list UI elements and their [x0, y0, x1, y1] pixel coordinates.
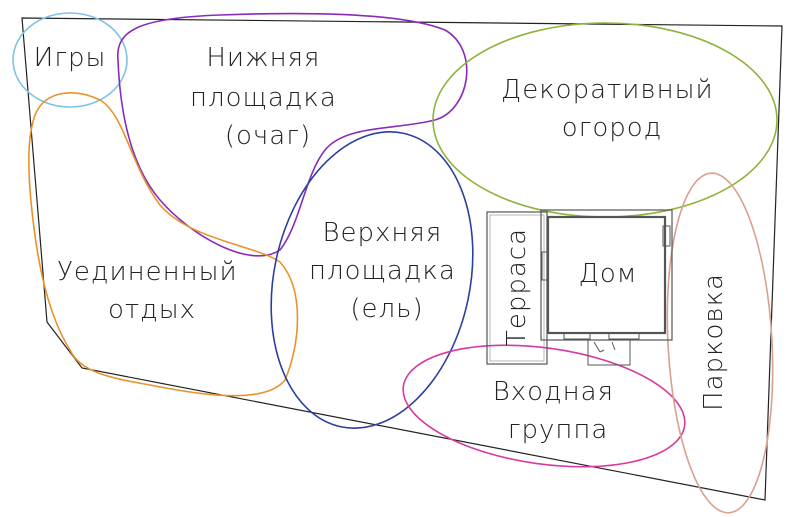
zone-games-outline	[12, 12, 128, 108]
zone-entrance-outline	[402, 344, 686, 468]
zone-parking-outline	[666, 172, 774, 514]
plot-boundary	[21, 17, 783, 501]
zone-upper-area-label: Верхняя площадка (ель)	[309, 218, 465, 324]
zone-upper-area-outline	[270, 131, 474, 429]
zone-lower-area-outline	[117, 12, 468, 257]
zone-quiet-rest-label: Уединенный отдых	[57, 257, 247, 325]
house-structure	[540, 209, 673, 366]
zone-terrace-label: Терраса	[502, 228, 532, 346]
zone-lower-area-label: Нижняя площадка (очаг)	[190, 43, 346, 151]
zone-games-label: Игры	[34, 43, 107, 73]
zone-quiet-rest-outline	[28, 92, 299, 397]
zone-entrance-label: Входная группа	[493, 377, 624, 445]
zone-parking-label: Парковка	[699, 273, 729, 411]
zone-decorative-garden-label: Декоративный огород	[501, 75, 723, 143]
zone-house-label: Дом	[579, 259, 638, 289]
